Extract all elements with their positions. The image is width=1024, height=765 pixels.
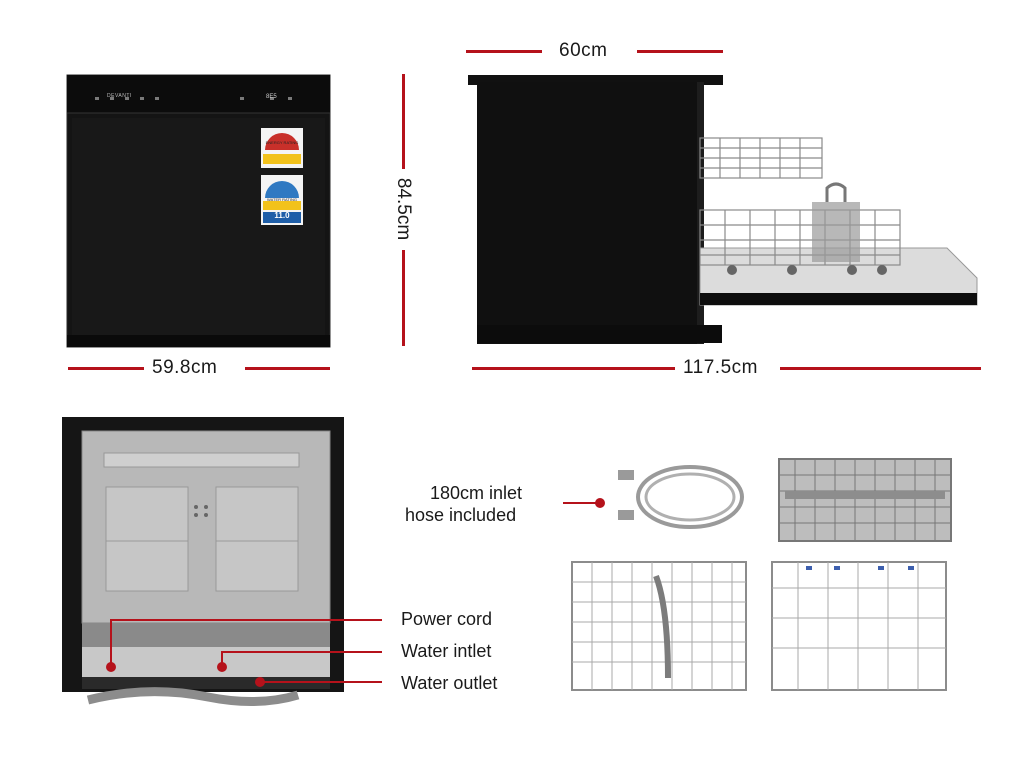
water-inlet-dot [217,662,227,672]
depth-open-line-left [472,367,675,370]
hose-note-dot [595,498,605,508]
height-line-bottom [402,250,405,346]
water-inlet-label: Water intlet [401,641,492,661]
water-rating-label: WATER RATING [267,197,297,202]
water-inlet-line-v [221,651,223,664]
water-inlet-line-h [221,651,382,653]
hose-note-line [563,502,598,504]
energy-rating-label: ENERGY RATING [265,140,299,145]
depth-line-right [637,50,723,53]
depth-open-label: 117.5cm [683,357,758,378]
power-cord-line-h [110,619,382,621]
depth-label: 60cm [559,40,608,61]
dishwasher-rear-image [62,417,344,706]
water-outlet-line-h [262,681,382,683]
dishwasher-front-image [66,74,331,348]
water-rating-value: 11.0 [274,211,290,220]
height-label: 84.5cm [393,177,415,241]
control-display: 8E5 [266,94,277,100]
upper-rack-image [771,561,947,691]
height-line-top [402,74,405,169]
front-width-line-left [68,367,144,370]
cutlery-basket-image [778,458,952,542]
hose-note-line2: hose included [405,505,517,525]
depth-line-left [466,50,542,53]
front-width-label: 59.8cm [152,357,218,378]
power-cord-line-v [110,619,112,664]
depth-open-line-right [780,367,981,370]
power-cord-label: Power cord [401,609,493,629]
front-width-line-right [245,367,330,370]
hose-note-line1: 180cm inlet [430,483,523,503]
inlet-hose-image [618,465,744,529]
lower-rack-image [571,561,747,691]
brand-logo-text: DEVANTI [107,93,132,99]
water-outlet-label: Water outlet [401,673,498,693]
power-cord-dot [106,662,116,672]
water-outlet-dot [255,677,265,687]
dishwasher-side-image [468,75,978,344]
